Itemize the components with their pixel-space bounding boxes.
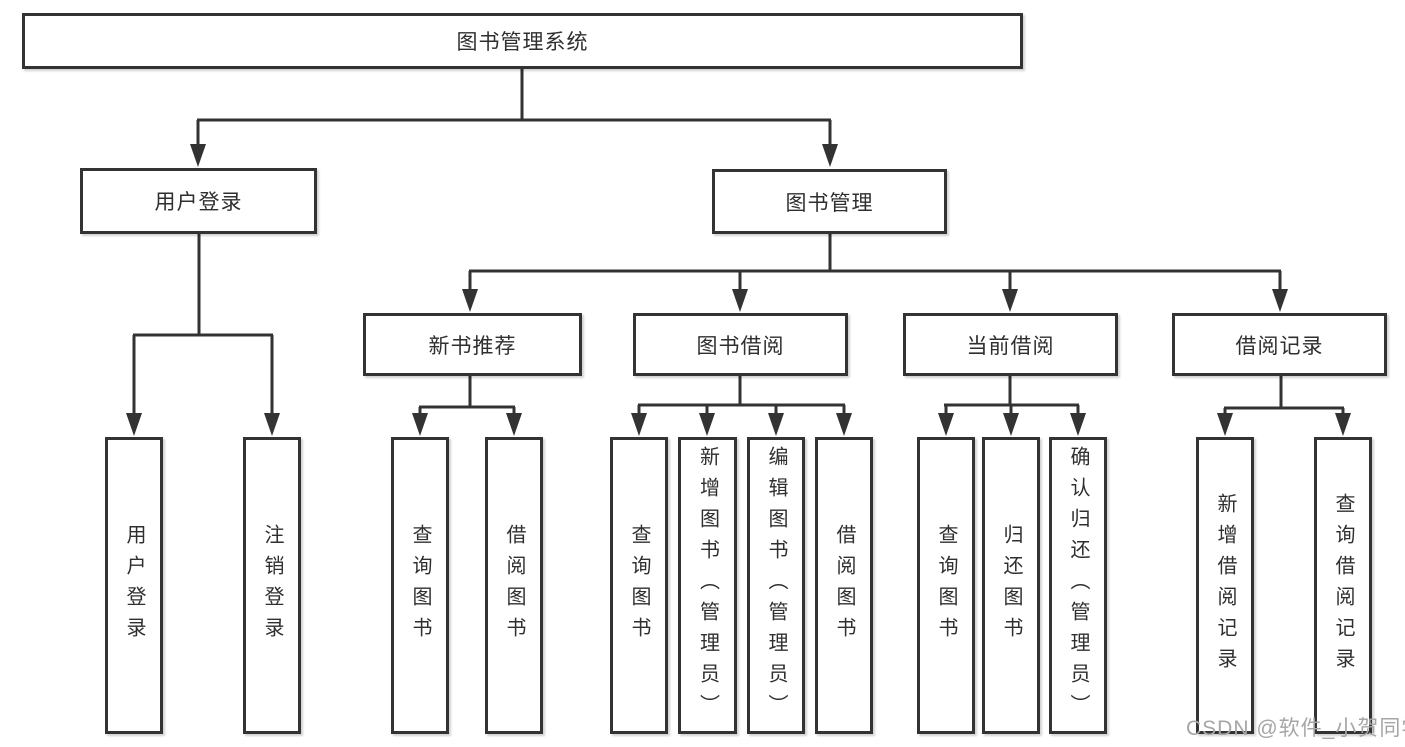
node-user-login: 用户登录 [80,168,317,234]
node-book-management: 图书管理 [712,169,947,234]
node-label: 查询图书 [935,523,957,648]
node-label: 借阅图书 [503,523,525,648]
node-label: 查询图书 [409,523,431,648]
leaf-logout: 注销登录 [243,437,301,734]
node-label: 新增借阅记录 [1214,492,1236,679]
leaf-user-login: 用户登录 [105,437,163,734]
node-new-book-recommend: 新书推荐 [363,313,582,376]
node-library-management-system: 图书管理系统 [22,13,1023,69]
leaf-query-books-recommend: 查询图书 [391,437,449,734]
leaf-add-borrow-record: 新增借阅记录 [1196,437,1254,734]
node-label: 借阅记录 [1235,334,1324,358]
node-label: 新书推荐 [428,334,517,358]
node-label: 归还图书 [1000,523,1022,648]
node-label: 用户登录 [123,523,145,648]
watermark-text: CSDN @软件_小贺同学 [1186,717,1405,740]
node-label: 编辑图书（管理员） [765,446,787,725]
leaf-edit-book-admin: 编辑图书（管理员） [747,437,805,734]
node-label: 图书管理 [785,191,874,215]
leaf-return-book: 归还图书 [982,437,1040,734]
node-borrowing-records: 借阅记录 [1172,313,1387,376]
node-label: 图书借阅 [696,334,785,358]
node-label: 用户登录 [154,191,243,214]
leaf-query-borrow-record: 查询借阅记录 [1314,437,1372,734]
node-label: 注销登录 [261,523,283,648]
leaf-borrow-books-recommend: 借阅图书 [485,437,543,734]
node-book-borrowing: 图书借阅 [633,313,848,376]
node-label: 查询借阅记录 [1332,492,1354,679]
node-label: 当前借阅 [966,334,1055,358]
leaf-confirm-return-admin: 确认归还（管理员） [1049,437,1107,734]
node-label: 查询图书 [628,523,650,648]
leaf-borrow-books: 借阅图书 [815,437,873,734]
node-label: 新增图书（管理员） [696,446,719,725]
connector-segments [132,68,1345,419]
node-current-borrowing: 当前借阅 [903,313,1118,376]
node-label: 借阅图书 [833,523,855,648]
leaf-query-books-borrow: 查询图书 [610,437,668,734]
node-label: 图书管理系统 [456,31,589,54]
node-label: 确认归还（管理员） [1067,446,1089,725]
leaf-query-books-current: 查询图书 [917,437,975,734]
leaf-add-book-admin: 新增图书（管理员） [678,437,737,734]
arrowheads [126,144,1351,436]
